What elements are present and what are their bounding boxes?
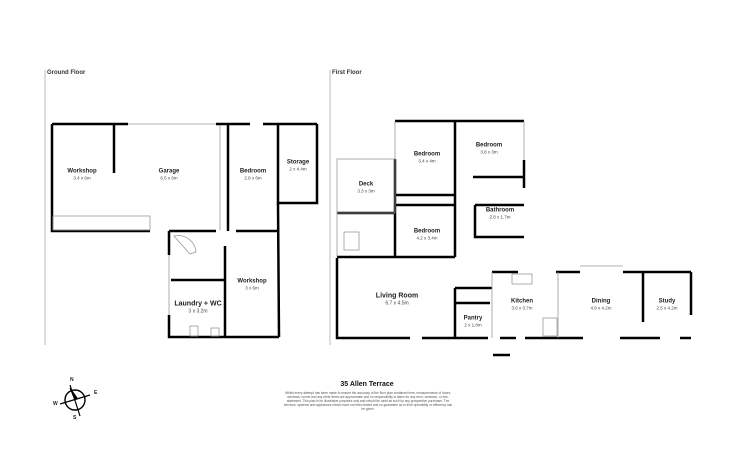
ground-floor-walls bbox=[50, 122, 319, 339]
room-dimensions: 3.8 x 3m bbox=[480, 149, 498, 155]
disclaimer-text: Whilst every attempt has been made to en… bbox=[283, 391, 453, 411]
room-dimensions: 6.5 x 6m bbox=[160, 175, 178, 181]
compass-south-label: S bbox=[73, 415, 77, 421]
room-dimensions: 2 x 1.8m bbox=[464, 322, 482, 328]
room-dimensions: 3.3 x 3m bbox=[357, 188, 375, 194]
cooktop-icon bbox=[542, 317, 558, 337]
room-dimensions: 3.4 x 4m bbox=[418, 158, 436, 164]
spiral-stair-icon bbox=[173, 235, 197, 255]
room-name: Workshop bbox=[67, 168, 97, 175]
room-name: Bedroom bbox=[475, 142, 503, 149]
room-name: Bathroom bbox=[485, 207, 515, 214]
room-dimensions: 3 x 3.2m bbox=[188, 308, 208, 315]
room-name: Deck bbox=[358, 181, 374, 188]
ground-floor-fixtures bbox=[52, 123, 221, 337]
room-dimensions: 2.5 x 4.2m bbox=[656, 305, 678, 311]
spiral-stair-icon bbox=[343, 231, 360, 251]
room-name: Kitchen bbox=[510, 298, 534, 305]
room-name: Laundry + WC bbox=[174, 300, 222, 308]
room-dimensions: 6.7 x 4.5m bbox=[385, 300, 409, 307]
room-name: Storage bbox=[286, 159, 310, 166]
room-name: Workshop bbox=[237, 278, 267, 285]
room-dimensions: 3 x 6m bbox=[245, 285, 259, 291]
room-name: Garage bbox=[158, 168, 180, 175]
room-name: Dining bbox=[591, 298, 611, 305]
property-address-title: 35 Allen Terrace bbox=[340, 381, 394, 388]
first-floor-title: First Floor bbox=[332, 70, 362, 76]
compass-west-label: W bbox=[53, 401, 58, 407]
room-dimensions: 3.6 x 3.7m bbox=[511, 305, 533, 311]
room-name: Bedroom bbox=[239, 168, 267, 175]
room-dimensions: 2.8 x 6m bbox=[244, 175, 262, 181]
room-name: Study bbox=[658, 298, 676, 305]
room-dimensions: 3.4 x 6m bbox=[73, 175, 91, 181]
room-name: Bedroom bbox=[413, 228, 441, 235]
room-name: Bedroom bbox=[413, 151, 441, 158]
room-dimensions: 4.9 x 4.2m bbox=[590, 305, 612, 311]
room-name: Living Room bbox=[375, 292, 419, 300]
room-name: Pantry bbox=[463, 315, 483, 322]
first-floor-walls bbox=[335, 119, 693, 357]
room-dimensions: 2 x 4.4m bbox=[289, 166, 307, 172]
room-dimensions: 2.8 x 1.7m bbox=[489, 214, 511, 220]
first-floor-fixtures bbox=[336, 121, 623, 338]
ground-floor-title: Ground Floor bbox=[47, 70, 86, 76]
compass-icon bbox=[59, 384, 91, 417]
compass-north-label: N bbox=[70, 377, 74, 383]
compass-east-label: E bbox=[94, 390, 98, 396]
room-dimensions: 4.2 x 3.4m bbox=[416, 235, 438, 241]
